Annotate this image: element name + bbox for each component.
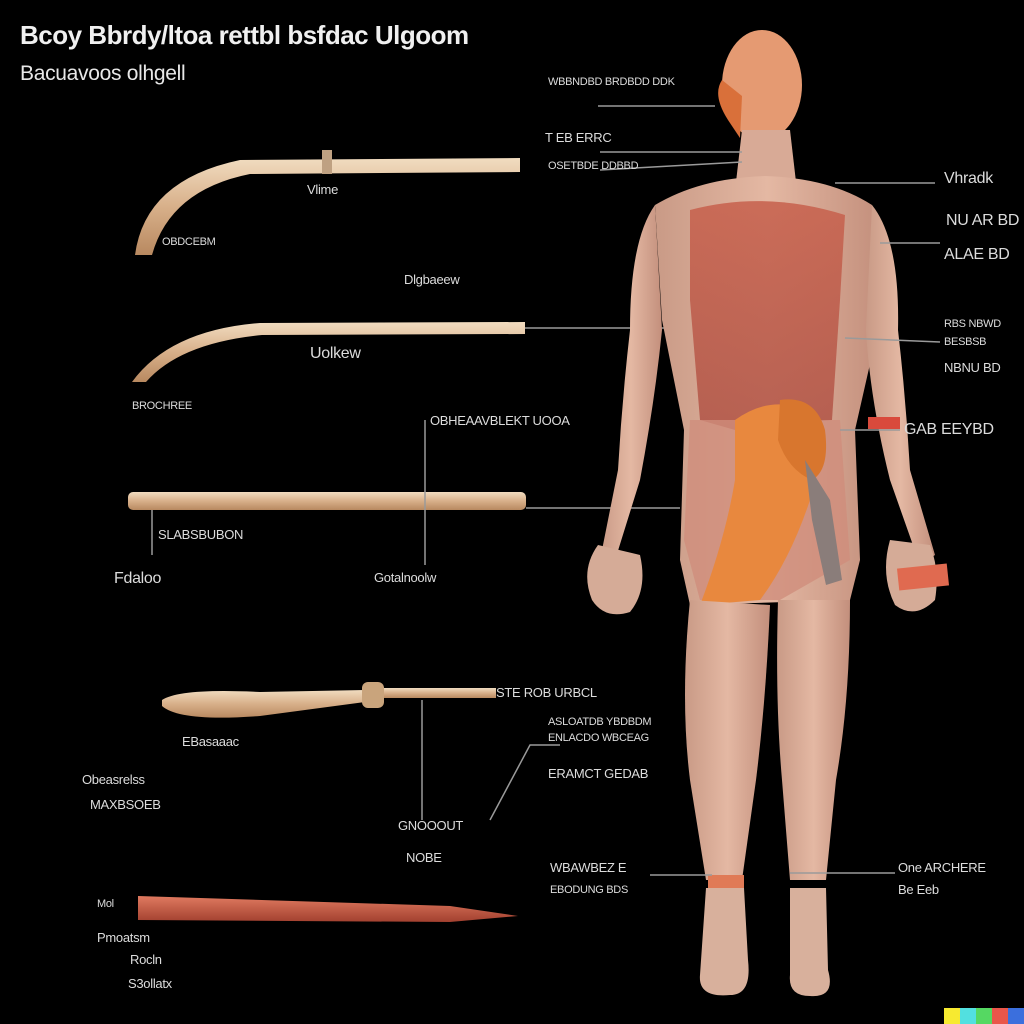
tool-2-long-curved xyxy=(132,322,690,382)
tool-5-red-spike xyxy=(138,896,518,922)
leader-label-1: WBBNDBD BRDBDD DDK xyxy=(548,76,675,88)
tool-4-label-d: MAXBSOEB xyxy=(90,797,161,812)
right-label-4: RBS NBWD xyxy=(944,318,1001,330)
right-label-8: One ARCHERE xyxy=(898,860,986,875)
tool-5-label-d: S3ollatx xyxy=(128,976,172,991)
tool-5-label-c: Rocln xyxy=(130,952,162,967)
right-label-7: GAB EEYBD xyxy=(904,421,994,438)
tool-1-label-b: OBDCEBM xyxy=(162,236,216,248)
generator-color-strip xyxy=(944,1008,1024,1024)
tool-3-label-b: SLABSBUBON xyxy=(158,527,244,542)
right-label-9: Be Eeb xyxy=(898,882,939,897)
leader-label-5: ENLACDO WBCEAG xyxy=(548,732,649,744)
tool-2-label-b: Uolkew xyxy=(310,345,361,362)
leader-label-2: T EB ERRC xyxy=(545,130,612,145)
leader-label-4: ASLOATDB YBDBDM xyxy=(548,716,652,728)
human-figure xyxy=(587,30,950,997)
right-label-3: ALAE BD xyxy=(944,246,1010,263)
tool-3-straight-rod xyxy=(128,420,680,565)
leader-lines xyxy=(598,105,941,876)
leader-label-9: WBAWBEZ E xyxy=(550,860,627,875)
tool-4-label-b: EBasaaac xyxy=(182,734,239,749)
right-label-1: Vhradk xyxy=(944,170,993,187)
tool-5-label-a: Mol xyxy=(97,898,114,910)
tool-4-label-a: STE ROB URBCL xyxy=(496,685,597,700)
tool-4-label-c: Obeasrelss xyxy=(82,772,145,787)
leader-label-7: GNOOOUT xyxy=(398,818,464,833)
right-label-6: NBNU BD xyxy=(944,360,1001,375)
strip-blue xyxy=(1008,1008,1024,1024)
strip-yellow xyxy=(944,1008,960,1024)
tool-1-curved-handle xyxy=(135,150,520,255)
right-label-2: NU AR BD xyxy=(946,212,1020,229)
leader-label-6: ERAMCT GEDAB xyxy=(548,766,649,781)
tool-3-label-d: Gotalnoolw xyxy=(374,570,437,585)
strip-red xyxy=(992,1008,1008,1024)
tool-1-label-a: Vlime xyxy=(307,182,339,197)
tool-2-label-c: BROCHREE xyxy=(132,400,192,412)
diagram-title: Bcoy Bbrdy/ltoa rettbl bsfdac Ulgoom xyxy=(20,20,469,50)
leader-label-10: EBODUNG BDS xyxy=(550,884,628,896)
tool-3-label-c: Fdaloo xyxy=(114,570,162,587)
strip-green xyxy=(976,1008,992,1024)
diagram-subtitle: Bacuavoos olhgell xyxy=(20,62,186,85)
tool-2-label-a: Dlgbaeew xyxy=(404,272,460,287)
leader-label-3: OSETBDE DDBBD xyxy=(548,160,639,172)
tool-5-label-b: Pmoatsm xyxy=(97,930,150,945)
right-label-5: BESBSB xyxy=(944,336,987,348)
strip-cyan xyxy=(960,1008,976,1024)
leader-label-8: NOBE xyxy=(406,850,442,865)
tool-4-paddle xyxy=(162,682,560,821)
tool-3-label-a: OBHEAAVBLEKT UOOA xyxy=(430,413,570,428)
